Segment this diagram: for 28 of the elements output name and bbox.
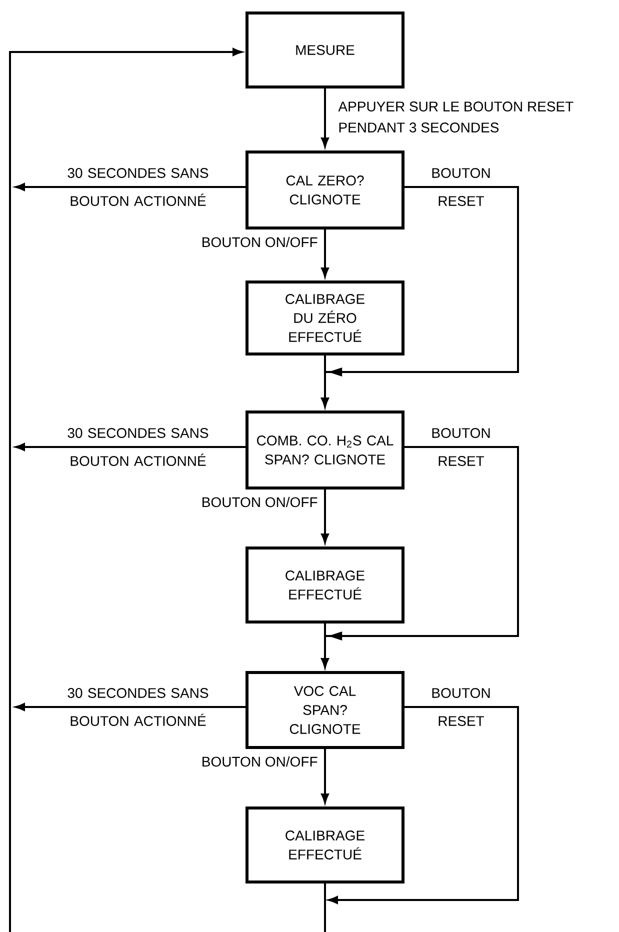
process-box: CAL ZERO? CLIGNOTE <box>246 150 404 230</box>
arrow <box>328 706 519 904</box>
process-box: CALIBRAGE EFFECTUÉ <box>246 546 404 624</box>
edge-label: BOUTON RESET <box>432 168 490 206</box>
edge-label: BOUTON RESET <box>432 688 490 726</box>
arrow <box>15 443 246 451</box>
process-box: VOC CAL SPAN? CLIGNOTE <box>246 671 404 749</box>
arrow <box>9 48 242 932</box>
edge-label: BOUTON ON/OFF <box>202 756 318 767</box>
process-box: CALIBRAGE DU ZÉRO EFFECTUÉ <box>246 280 404 356</box>
process-box: CALIBRAGE EFFECTUÉ <box>246 806 404 884</box>
arrow <box>321 230 329 278</box>
edge-label: 30 SECONDES SANS BOUTON ACTIONNÉ <box>68 688 208 726</box>
arrow <box>15 703 246 711</box>
edge-label: APPUYER SUR LE BOUTON RESET PENDANT 3 SECONDES <box>338 102 574 132</box>
arrow <box>321 624 329 668</box>
arrow <box>15 183 246 191</box>
arrow <box>321 88 329 148</box>
edge-label: 30 SECONDES SANS BOUTON ACTIONNÉ <box>68 428 208 466</box>
edge-label: 30 SECONDES SANS BOUTON ACTIONNÉ <box>68 168 208 206</box>
arrow <box>321 749 329 804</box>
edge-label: BOUTON ON/OFF <box>202 496 318 508</box>
edge-label: BOUTON RESET <box>432 428 490 466</box>
arrow <box>321 490 329 544</box>
process-box: COMB. CO. H$_{2}$S CAL SPAN? CLIGNOTE <box>246 410 404 490</box>
edge-label: BOUTON ON/OFF <box>202 236 318 248</box>
process-box: MESURE <box>246 12 404 88</box>
arrow <box>321 356 329 408</box>
